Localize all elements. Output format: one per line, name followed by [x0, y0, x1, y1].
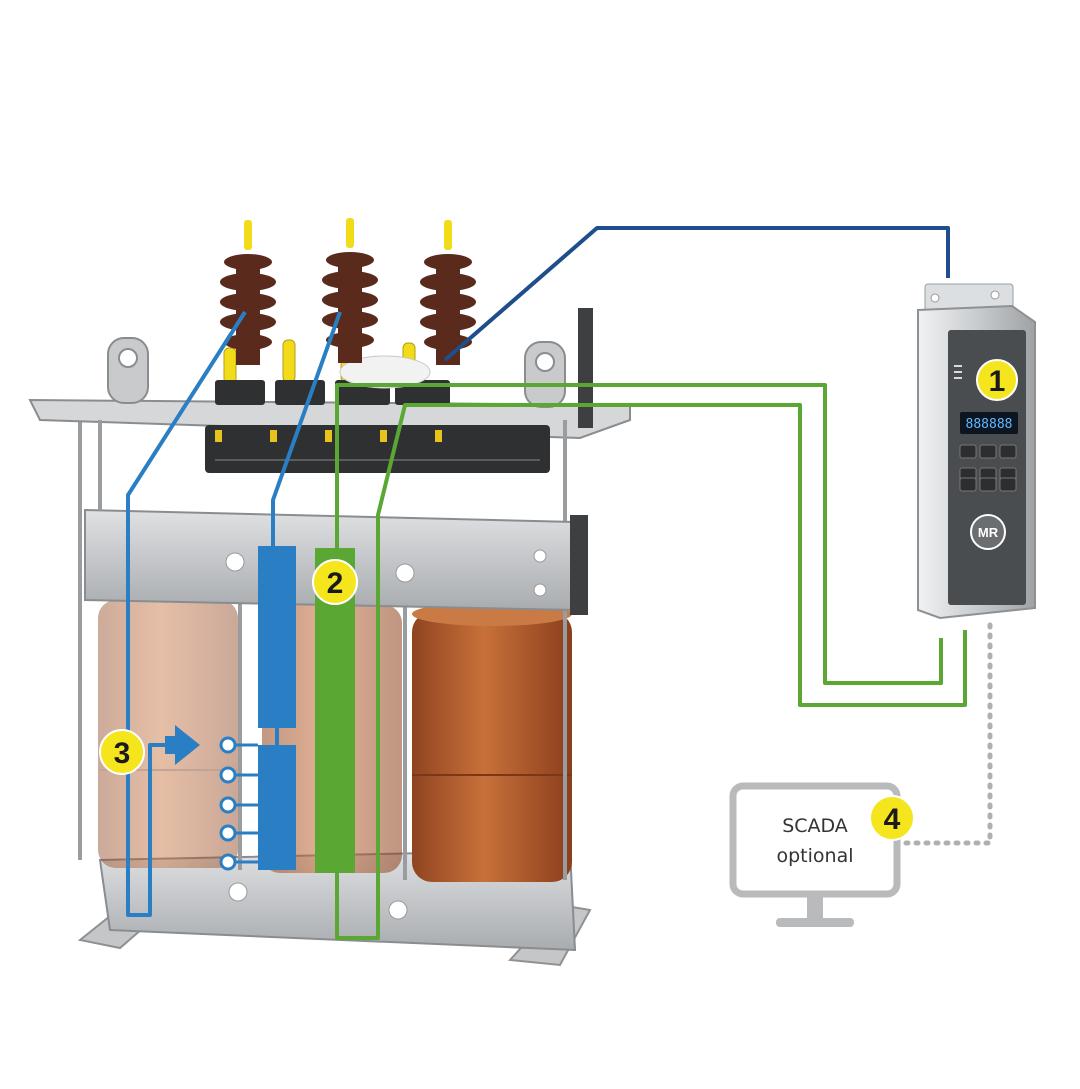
tap-contact	[219, 766, 237, 784]
wire-hv-to-controller	[443, 226, 950, 362]
winding-upper	[258, 546, 296, 728]
tap-contact	[219, 796, 237, 814]
wire-blue-left	[126, 310, 247, 917]
svg-text:4: 4	[884, 803, 901, 836]
badge-scada: 4	[869, 795, 915, 841]
scada-optional-label: optional	[776, 845, 853, 867]
mr-logo: MR	[970, 514, 1006, 550]
svg-text:MR: MR	[978, 525, 999, 540]
svg-text:3: 3	[114, 737, 131, 770]
wire-blue-middle	[271, 311, 342, 548]
vertical-post	[578, 308, 593, 428]
tap-changer-arrow-icon	[165, 725, 200, 765]
hv-bushing-left	[220, 220, 276, 365]
wire-controller-to-scada	[901, 622, 993, 846]
tap-contact	[219, 853, 237, 871]
svg-text:1: 1	[989, 365, 1006, 398]
scada-monitor: SCADA optional	[729, 782, 901, 927]
svg-text:2: 2	[327, 567, 344, 600]
controller-display	[960, 412, 1018, 434]
tap-contact	[219, 736, 237, 754]
hv-bushing-middle	[322, 218, 378, 363]
lifting-lug-right	[524, 341, 566, 408]
coil-right	[412, 602, 572, 882]
terminal-board	[205, 425, 550, 473]
controller-display-text: 888888	[966, 417, 1013, 432]
lifting-lug-left	[107, 337, 149, 404]
tap-contact	[219, 824, 237, 842]
hv-bushing-right	[420, 220, 476, 365]
transformer	[28, 218, 631, 967]
wire-green-outer	[335, 383, 967, 940]
tap-contacts	[219, 736, 258, 871]
badge-sensor: 2	[312, 559, 358, 605]
badge-controller: 1	[976, 359, 1018, 401]
controller-keypad	[959, 444, 1017, 492]
badge-tap-changer: 3	[99, 729, 145, 775]
scada-label: SCADA	[782, 815, 848, 837]
voltage-regulator-controller: 888888 MR	[917, 283, 1036, 620]
white-insulator	[339, 355, 431, 389]
winding-lower	[258, 745, 296, 870]
